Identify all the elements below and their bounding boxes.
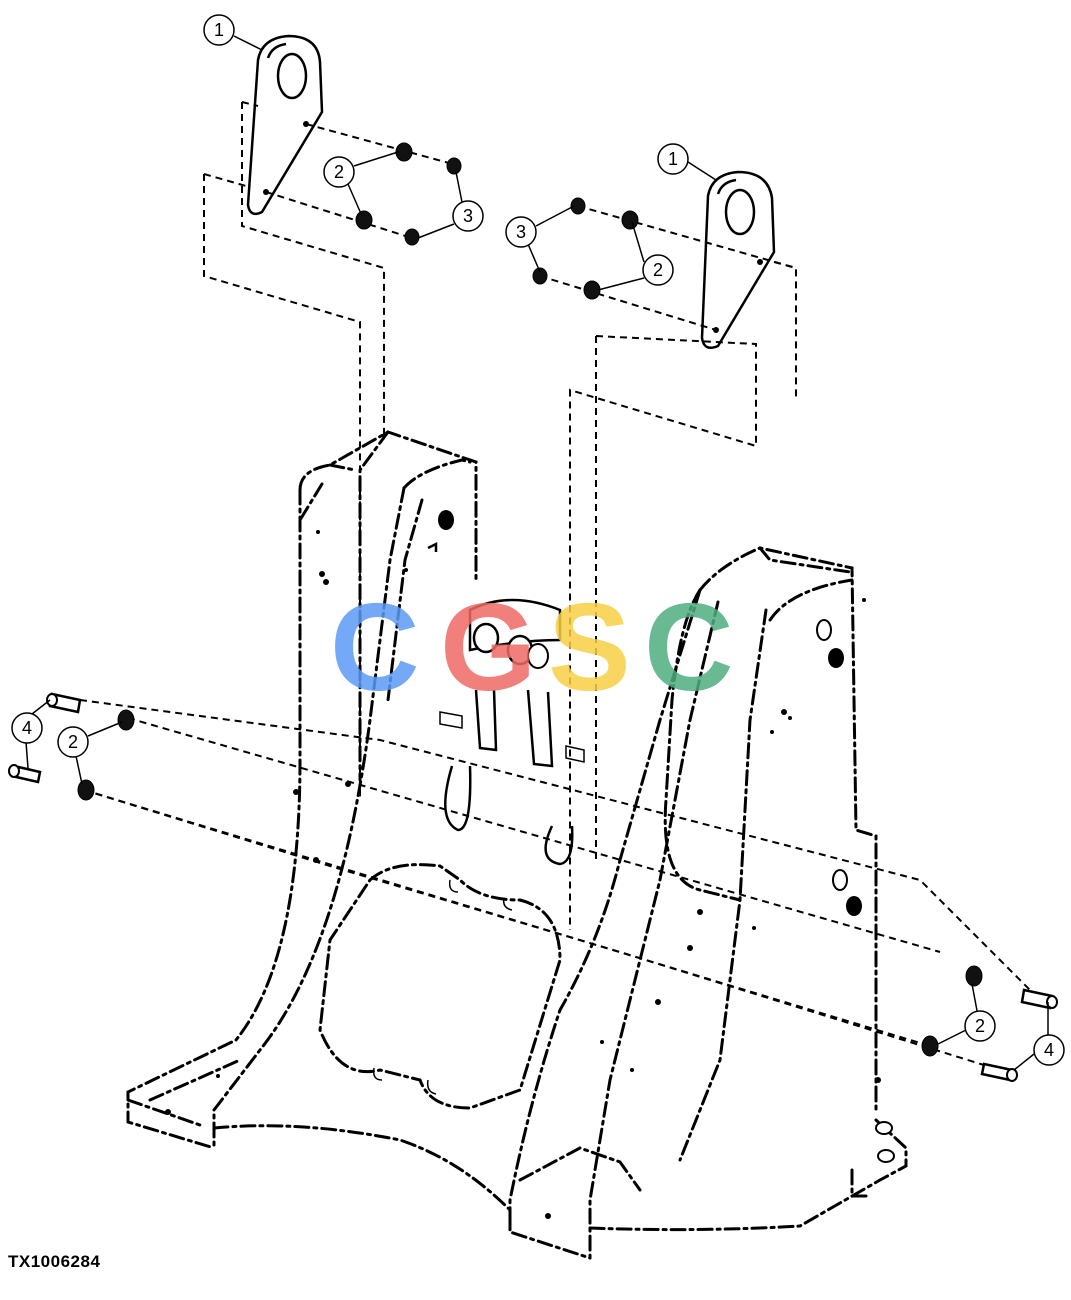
figure-id: TX1006284 <box>8 1252 101 1271</box>
callout-2-left-plate-nuts: 2 <box>323 156 355 188</box>
right-mounting-plate <box>700 170 776 349</box>
callout-1-right-plate: 1 <box>657 143 689 175</box>
watermark-logo: C G S C <box>330 579 734 717</box>
callout-2-left-washers: 2 <box>57 726 89 758</box>
callout-label: 3 <box>516 222 526 242</box>
callout-4-left-bolts: 4 <box>11 712 43 744</box>
callout-2-right-plate-nuts: 2 <box>642 254 674 286</box>
callout-3-left-plate-nuts: 3 <box>452 200 484 232</box>
center-hose-fittings <box>439 598 585 866</box>
callout-label: 1 <box>668 149 678 169</box>
callout-label: 2 <box>68 732 78 752</box>
watermark-letter: C <box>644 579 734 717</box>
callout-leaders <box>25 35 1049 1071</box>
watermark-letter: S <box>548 579 631 717</box>
frame-right-holes <box>545 598 895 1219</box>
watermark-letter: G <box>440 579 536 717</box>
left-bolts-and-washers <box>8 692 135 801</box>
frame-center-crossmember <box>212 863 562 1234</box>
callout-label: 4 <box>22 718 32 738</box>
frame-right-tower <box>508 546 908 1260</box>
right-plate-nuts <box>532 197 639 300</box>
callout-3-right-plate-nuts: 3 <box>505 216 537 248</box>
left-plate-nuts <box>355 142 462 246</box>
callout-label: 1 <box>214 20 224 40</box>
callout-label: 3 <box>463 206 473 226</box>
callout-2-right-washers: 2 <box>964 1010 996 1042</box>
frame-left-holes <box>165 510 454 1115</box>
callout-label: 4 <box>1044 1040 1054 1060</box>
callout-markers: 1 2 3 1 3 2 4 2 <box>11 14 1065 1066</box>
watermark-letter: C <box>330 579 420 717</box>
callout-1-left-plate: 1 <box>203 14 235 46</box>
callout-label: 2 <box>975 1016 985 1036</box>
right-bolts-and-washers <box>921 965 1058 1082</box>
left-mounting-plate <box>246 34 324 216</box>
callout-4-right-bolts: 4 <box>1033 1034 1065 1066</box>
frame-left-tower <box>126 430 478 1150</box>
callout-label: 2 <box>334 162 344 182</box>
callout-label: 2 <box>653 260 663 280</box>
